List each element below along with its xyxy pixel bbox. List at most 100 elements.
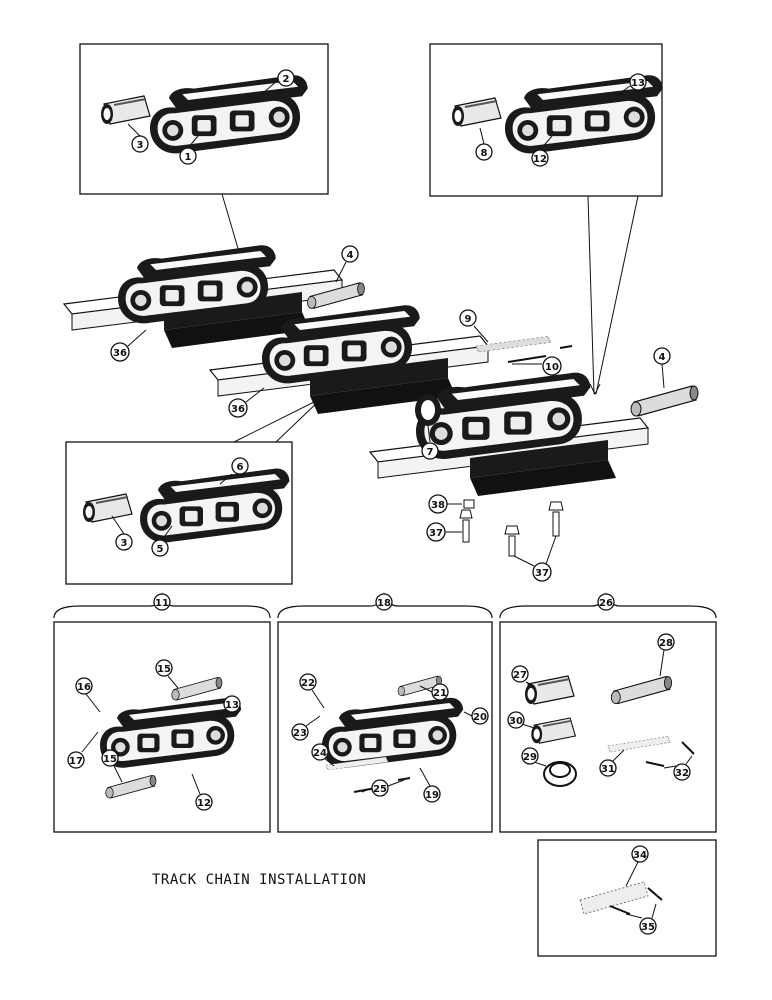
callout-11: 11 bbox=[153, 593, 171, 611]
svg-text:8: 8 bbox=[481, 148, 488, 159]
callout-36-middle: 36 bbox=[228, 387, 265, 418]
callout-36-left: 36 bbox=[110, 329, 147, 362]
seal-part-7 bbox=[415, 394, 441, 426]
callout-5: 5 bbox=[151, 525, 173, 557]
svg-text:34: 34 bbox=[633, 850, 647, 861]
svg-text:13: 13 bbox=[631, 78, 645, 89]
cotter-pin-10 bbox=[507, 345, 573, 363]
svg-text:22: 22 bbox=[301, 678, 315, 689]
callout-24: 24 bbox=[311, 743, 335, 767]
callout-37-right: 37 bbox=[513, 535, 557, 582]
callout-19: 19 bbox=[419, 767, 441, 803]
callout-1: 1 bbox=[179, 135, 199, 165]
bushing-part-8 bbox=[451, 97, 502, 127]
callout-4-upper: 4 bbox=[335, 245, 359, 283]
kit-11-pin-upper bbox=[171, 677, 223, 701]
svg-text:24: 24 bbox=[313, 748, 327, 759]
arrow-head-right bbox=[589, 383, 601, 396]
callout-13-top: 13 bbox=[615, 73, 647, 97]
svg-text:28: 28 bbox=[659, 638, 673, 649]
svg-text:25: 25 bbox=[373, 784, 387, 795]
callout-30: 30 bbox=[507, 711, 535, 729]
callout-15-lower: 15 bbox=[101, 749, 123, 783]
callout-32: 32 bbox=[663, 755, 693, 781]
pin-part-9 bbox=[475, 336, 552, 353]
svg-text:32: 32 bbox=[675, 768, 689, 779]
callout-29: 29 bbox=[521, 747, 547, 767]
kit-26-spring-29 bbox=[543, 761, 577, 787]
svg-text:4: 4 bbox=[659, 352, 666, 363]
svg-text:37: 37 bbox=[429, 528, 443, 539]
bushing-part-3 bbox=[100, 95, 151, 125]
callout-12-top: 12 bbox=[531, 135, 553, 167]
callout-8: 8 bbox=[475, 127, 493, 161]
svg-text:13: 13 bbox=[225, 700, 239, 711]
svg-text:1: 1 bbox=[185, 152, 192, 163]
callout-35: 35 bbox=[625, 903, 657, 935]
svg-text:3: 3 bbox=[121, 538, 128, 549]
svg-text:11: 11 bbox=[155, 598, 169, 609]
callout-20: 20 bbox=[463, 707, 489, 725]
callout-38: 38 bbox=[428, 494, 462, 514]
callout-10: 10 bbox=[512, 356, 562, 376]
svg-text:16: 16 bbox=[77, 682, 91, 693]
callout-34: 34 bbox=[625, 845, 649, 887]
svg-text:35: 35 bbox=[641, 922, 655, 933]
diagram-caption: TRACK CHAIN INSTALLATION bbox=[152, 872, 367, 888]
leader-line-mid-a bbox=[233, 397, 323, 443]
svg-text:9: 9 bbox=[465, 314, 472, 325]
svg-text:29: 29 bbox=[523, 752, 537, 763]
kit-26-cotter-pins bbox=[645, 741, 695, 767]
callout-17: 17 bbox=[67, 731, 99, 769]
kit-box-26 bbox=[499, 621, 717, 833]
svg-text:7: 7 bbox=[427, 447, 434, 458]
svg-text:3: 3 bbox=[137, 140, 144, 151]
svg-text:12: 12 bbox=[533, 154, 547, 165]
kit-box-34 bbox=[537, 839, 717, 957]
callout-12-kit: 12 bbox=[191, 773, 213, 811]
callout-31: 31 bbox=[599, 749, 625, 777]
svg-text:37: 37 bbox=[535, 568, 549, 579]
svg-text:26: 26 bbox=[599, 598, 613, 609]
leader-line-right-box-a bbox=[587, 195, 595, 395]
kit-18-link bbox=[322, 697, 464, 768]
callouts: 1 2 3 13 8 12 4 9 10 4 36 36 7 38 37 37 … bbox=[67, 69, 693, 935]
callout-26: 26 bbox=[597, 593, 615, 611]
svg-text:5: 5 bbox=[157, 544, 164, 555]
callout-3-top: 3 bbox=[127, 123, 149, 153]
kit-26-bushing-30 bbox=[530, 717, 577, 745]
kit-26-pin-28 bbox=[610, 676, 673, 705]
svg-text:2: 2 bbox=[283, 74, 290, 85]
svg-text:36: 36 bbox=[231, 404, 245, 415]
svg-text:10: 10 bbox=[545, 362, 559, 373]
callout-15-upper: 15 bbox=[155, 659, 179, 689]
callout-9: 9 bbox=[459, 309, 489, 343]
kit-box-18 bbox=[277, 621, 493, 833]
callout-18: 18 bbox=[375, 593, 393, 611]
leader-line-mid-b bbox=[275, 397, 323, 443]
callout-22: 22 bbox=[299, 673, 325, 709]
svg-text:17: 17 bbox=[69, 756, 83, 767]
kit-34-pin bbox=[579, 881, 649, 915]
kit-26-pin-31 bbox=[607, 736, 671, 753]
svg-text:15: 15 bbox=[103, 754, 117, 765]
callout-28: 28 bbox=[657, 633, 675, 677]
svg-text:31: 31 bbox=[601, 764, 615, 775]
callout-3-middle: 3 bbox=[111, 515, 133, 551]
callout-37-left: 37 bbox=[426, 522, 462, 542]
leader-line-right-box-b bbox=[595, 195, 639, 395]
svg-text:23: 23 bbox=[293, 728, 307, 739]
svg-text:18: 18 bbox=[377, 598, 391, 609]
svg-text:36: 36 bbox=[113, 348, 127, 359]
svg-text:38: 38 bbox=[431, 500, 445, 511]
svg-text:20: 20 bbox=[473, 712, 487, 723]
callout-2: 2 bbox=[261, 69, 295, 95]
detail-box-middle-left bbox=[65, 441, 293, 585]
kit-11-link bbox=[100, 697, 242, 768]
kit-34-cotter-pins bbox=[609, 887, 663, 915]
callout-7: 7 bbox=[421, 425, 439, 460]
svg-text:19: 19 bbox=[425, 790, 439, 801]
callout-25: 25 bbox=[361, 779, 405, 797]
detail-box-top-right bbox=[429, 43, 663, 197]
callout-13-kit: 13 bbox=[213, 695, 241, 717]
